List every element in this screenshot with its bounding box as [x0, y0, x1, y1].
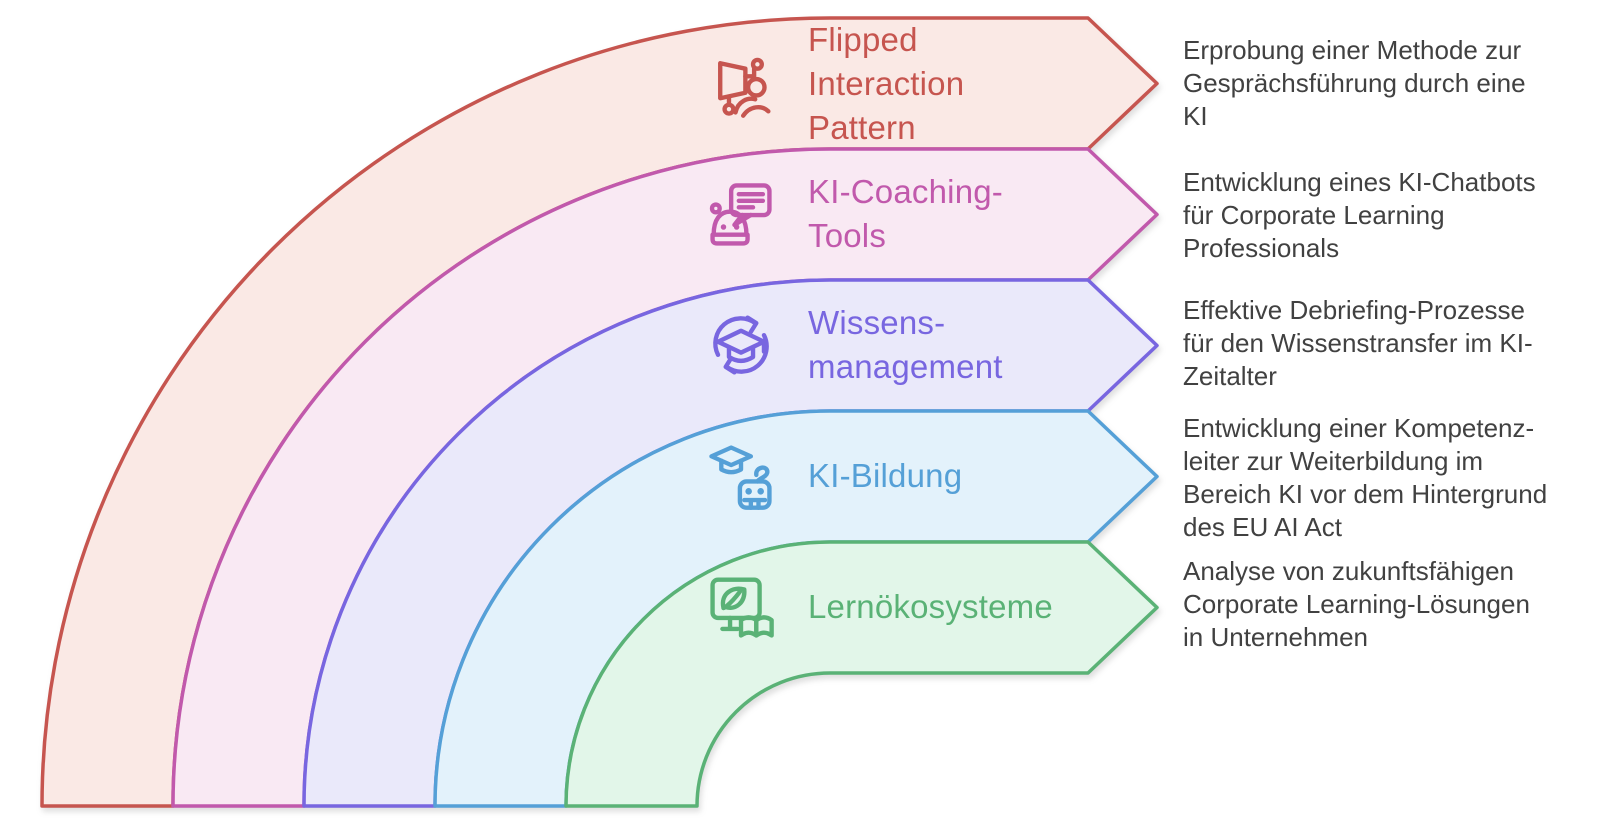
- title-line: Interaction: [808, 65, 965, 102]
- title-line: Lernökosysteme: [808, 588, 1053, 625]
- description-line: Gesprächsführung durch eine: [1183, 68, 1526, 98]
- description-line: Corporate Learning-Lösungen: [1183, 589, 1530, 619]
- description-line: Entwicklung einer Kompetenz-: [1183, 413, 1535, 443]
- band-title-lernoekosysteme: Lernökosysteme: [808, 585, 1053, 629]
- band-title-ki-bildung: KI-Bildung: [808, 454, 962, 498]
- person-flipchart-icon: [706, 49, 776, 119]
- title-line: Flipped: [808, 21, 918, 58]
- band-description-wissensmanagement: Effektive Debriefing-Prozesse für den Wi…: [1183, 294, 1583, 393]
- description-line: für Corporate Learning: [1183, 200, 1445, 230]
- band-description-ki-coaching-tools: Entwicklung eines KI-Chatbots für Corpor…: [1183, 166, 1583, 265]
- description-line: Entwicklung eines KI-Chatbots: [1183, 167, 1536, 197]
- description-line: Effektive Debriefing-Prozesse: [1183, 295, 1526, 325]
- band-description-flipped-interaction-pattern: Erprobung einer Methode zur Gesprächsfüh…: [1183, 34, 1583, 133]
- title-line: Pattern: [808, 109, 916, 146]
- sync-graduation-icon: [706, 310, 776, 380]
- description-line: in Unternehmen: [1183, 622, 1368, 652]
- robot-graduation-icon: [706, 441, 776, 511]
- monitor-leaf-book-icon: [706, 572, 776, 642]
- description-line: des EU AI Act: [1183, 512, 1342, 542]
- title-line: management: [808, 348, 1003, 385]
- title-line: Tools: [808, 217, 887, 254]
- band-title-wissensmanagement: Wissens- management: [808, 301, 1003, 389]
- title-line: KI-Bildung: [808, 457, 963, 494]
- description-line: Bereich KI vor dem Hintergrund: [1183, 479, 1548, 509]
- description-line: leiter zur Weiterbildung im: [1183, 446, 1484, 476]
- band-title-ki-coaching-tools: KI-Coaching- Tools: [808, 170, 1003, 258]
- band-description-lernoekosysteme: Analyse von zukunftsfähigen Corporate Le…: [1183, 555, 1583, 654]
- title-line: KI-Coaching-: [808, 173, 1003, 210]
- description-line: Zeitalter: [1183, 361, 1277, 391]
- title-line: Wissens-: [808, 304, 946, 341]
- description-line: Analyse von zukunftsfähigen: [1183, 556, 1514, 586]
- robot-chat-icon: [706, 180, 776, 250]
- description-line: für den Wissenstransfer im KI-: [1183, 328, 1533, 358]
- band-description-ki-bildung: Entwicklung einer Kompetenz- leiter zur …: [1183, 412, 1583, 544]
- band-title-flipped-interaction-pattern: Flipped Interaction Pattern: [808, 18, 964, 150]
- description-line: KI: [1183, 101, 1208, 131]
- description-line: Erprobung einer Methode zur: [1183, 35, 1522, 65]
- description-line: Professionals: [1183, 233, 1340, 263]
